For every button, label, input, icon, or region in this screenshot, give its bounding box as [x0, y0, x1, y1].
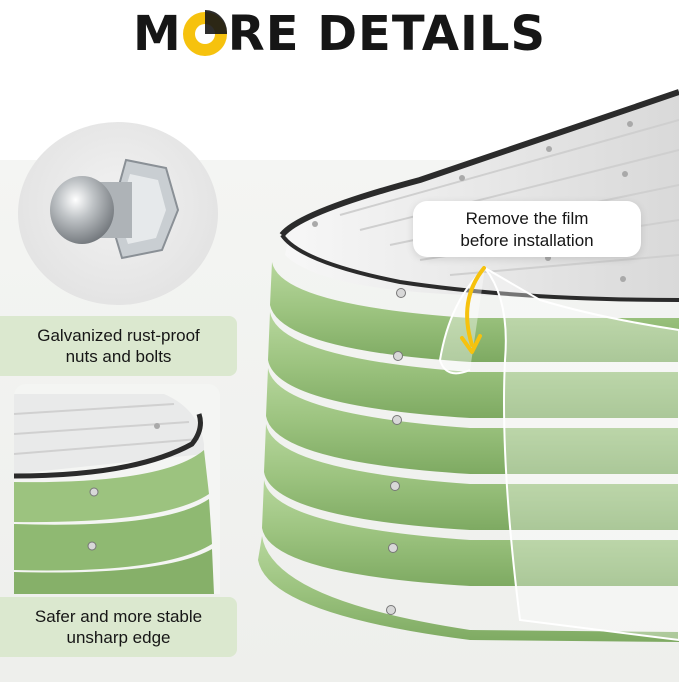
film-callout-line2: before installation — [460, 231, 594, 250]
nut-detail-card — [18, 122, 218, 305]
feature-label-edge-line1: Safer and more stable — [34, 607, 203, 626]
acorn-nut-icon — [50, 158, 180, 260]
curved-arrow-icon — [460, 266, 486, 354]
front-bolts — [386, 288, 406, 615]
film-callout-line1: Remove the film — [465, 209, 589, 228]
edge-closeup-illustration — [14, 394, 214, 594]
bed-ribs — [258, 262, 679, 642]
bed-rim — [279, 89, 679, 238]
title-part-1: M — [132, 6, 182, 62]
page-title: M RE DETAILS — [0, 2, 679, 66]
feature-label-nuts-line1: Galvanized rust-proof — [37, 326, 200, 345]
protective-film — [484, 267, 679, 642]
edge-detail-card — [14, 384, 220, 594]
feature-label-edge: Safer and more stable unsharp edge — [0, 597, 237, 657]
feature-label-nuts: Galvanized rust-proof nuts and bolts — [0, 316, 237, 376]
film-callout: Remove the film before installation — [413, 201, 641, 257]
title-part-2: RE DETAILS — [227, 6, 547, 62]
feature-label-nuts-line2: nuts and bolts — [65, 347, 172, 366]
feature-label-edge-line2: unsharp edge — [66, 628, 171, 647]
